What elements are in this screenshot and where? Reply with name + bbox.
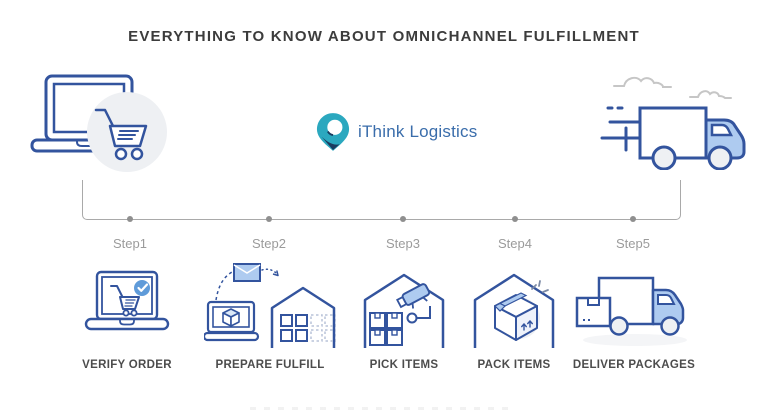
timeline-dot-5 — [630, 216, 636, 222]
location-pin-icon — [316, 112, 350, 152]
laptop-shopping-cart-icon — [24, 70, 174, 175]
speeding-delivery-truck-icon — [596, 62, 756, 170]
page-title: EVERYTHING TO KNOW ABOUT OMNICHANNEL FUL… — [128, 28, 640, 45]
timeline-line — [82, 180, 681, 220]
caption-deliver-packages: DELIVER PACKAGES — [572, 359, 696, 371]
caption-pick-items: PICK ITEMS — [369, 359, 439, 371]
warehouse-robot-picker-icon — [359, 262, 449, 348]
caption-pack-items: PACK ITEMS — [477, 359, 551, 371]
timeline-dot-3 — [400, 216, 406, 222]
brand-name: iThink Logistics — [358, 122, 478, 141]
timeline-dot-2 — [266, 216, 272, 222]
caption-prepare-fulfill: PREPARE FULFILL — [215, 359, 325, 371]
warehouse-package-box-icon — [469, 262, 559, 348]
step-label-3: Step3 — [386, 236, 420, 251]
step-label-1: Step1 — [113, 236, 147, 251]
step-label-2: Step2 — [252, 236, 286, 251]
step-label-5: Step5 — [616, 236, 650, 251]
step-label-4: Step4 — [498, 236, 532, 251]
brand-logo: iThink Logistics — [316, 112, 477, 152]
cropped-text-artifact — [250, 407, 510, 410]
laptop-envelope-warehouse-icon — [204, 262, 336, 348]
laptop-cart-check-icon — [84, 270, 170, 348]
timeline-dot-4 — [512, 216, 518, 222]
caption-verify-order: VERIFY ORDER — [82, 359, 172, 371]
timeline-dot-1 — [127, 216, 133, 222]
truck-with-package-icon — [575, 272, 693, 348]
